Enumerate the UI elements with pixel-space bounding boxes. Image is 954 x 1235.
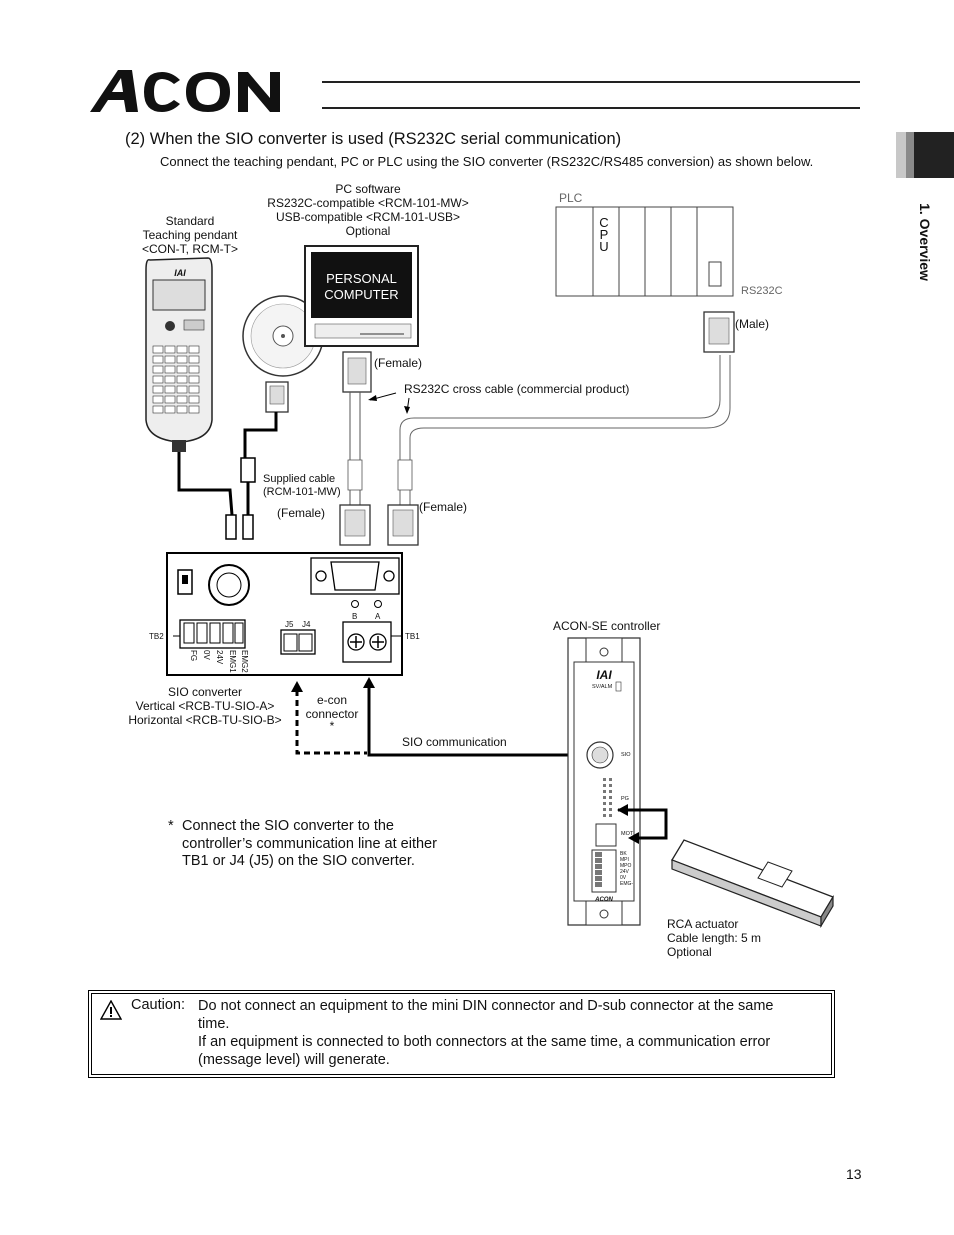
actuator-label-3: Optional <box>667 945 712 959</box>
b-label: B <box>352 612 358 621</box>
female-pc-label: (Female) <box>374 356 423 370</box>
actuator-label-2: Cable length: 5 m <box>667 931 762 945</box>
controller-term-mpi: MPI <box>620 857 629 863</box>
computer-screen-line-2: COMPUTER <box>324 287 399 302</box>
plc-cpu-p: P <box>599 227 609 242</box>
header-rule <box>322 81 860 109</box>
plc-cpu-u: U <box>599 239 609 254</box>
controller-term-emg: EMG- <box>620 881 634 887</box>
controller-brand: IAI <box>596 668 612 682</box>
pendant-label-2: Teaching pendant <box>142 228 238 242</box>
a-label: A <box>375 612 381 621</box>
pendant-label-1: Standard <box>165 214 215 228</box>
caution-line-3: If an equipment is connected to both con… <box>198 1034 771 1050</box>
sio-converter-label-3: Horizontal <RCB-TU-SIO-B> <box>128 713 282 727</box>
rca-actuator <box>671 839 834 929</box>
supplied-cable-label-2: (RCM-101-MW) <box>263 486 341 498</box>
econ-label-1: e-con <box>316 693 348 707</box>
female-left-label: (Female) <box>277 506 326 520</box>
tb2-label: TB2 <box>149 632 164 641</box>
chapter-tab <box>896 132 954 178</box>
computer-screen-line-1: PERSONAL <box>326 271 397 286</box>
controller-term-24v: 24V <box>620 869 629 875</box>
j4-label: J4 <box>302 620 311 629</box>
controller-pg-label: PG <box>621 796 629 802</box>
sio-converter-label-1: SIO converter <box>167 685 243 699</box>
male-label: (Male) <box>735 317 770 331</box>
pc-software-label-4: Optional <box>345 224 391 238</box>
caution-line-2: time. <box>198 1016 230 1032</box>
female-right-label: (Female) <box>419 500 468 514</box>
section-intro: Connect the teaching pendant, PC or PLC … <box>160 154 814 169</box>
controller-sio-label: SIO <box>621 752 631 758</box>
controller-term-bk: BK <box>620 851 627 857</box>
sio-converter-label-2: Vertical <RCB-TU-SIO-A> <box>135 699 275 713</box>
controller-title: ACON-SE controller <box>553 619 661 633</box>
pendant-brand: IAI <box>174 268 186 278</box>
pc-software-label-2: RS232C-compatible <RCM-101-MW> <box>267 196 469 210</box>
cd-disc <box>242 295 324 377</box>
footnote-text: Connect the SIO converter to the control… <box>182 818 437 871</box>
caution-line-1: Do not connect an equipment to the mini … <box>198 998 774 1014</box>
econ-label-3: * <box>329 719 335 733</box>
personal-computer <box>304 245 419 347</box>
sio-converter-board <box>166 552 403 676</box>
controller-term-mpo: MPO <box>620 863 632 869</box>
acon-se-controller <box>567 637 641 926</box>
controller-sv-alm: SV/ALM <box>592 684 613 690</box>
caution-box: Caution: Do not connect an equipment to … <box>88 990 835 1078</box>
controller-footer-logo: ACON <box>595 897 613 903</box>
pc-software-label-1: PC software <box>335 182 401 196</box>
teaching-pendant <box>145 257 213 452</box>
supplied-cable <box>240 381 289 540</box>
footnote-star: * <box>168 818 174 834</box>
pendant-label-3: <CON-T, RCM-T> <box>142 242 238 256</box>
footnote-line-3: TB1 or J4 (J5) on the SIO converter. <box>182 853 415 869</box>
footnote-line-1: Connect the SIO converter to the <box>182 818 394 834</box>
pin-fg: FG <box>189 650 198 662</box>
footnote-line-2: controller’s communication line at eithe… <box>182 835 437 852</box>
page-number: 13 <box>846 1166 862 1182</box>
plc-rs232c-label: RS232C <box>741 285 783 297</box>
acon-logo <box>90 70 280 112</box>
cross-cable-label: RS232C cross cable (commercial product) <box>404 382 630 396</box>
section-heading: (2) When the SIO converter is used (RS23… <box>125 130 622 148</box>
supplied-cable-label-1: Supplied cable <box>263 473 336 485</box>
controller-mot-label: MOT <box>621 831 634 837</box>
warning-icon <box>100 1000 122 1020</box>
rs232c-cross-cable <box>339 311 735 546</box>
pin-emg1: EMG1 <box>228 650 237 673</box>
plc-cpu-c: C <box>599 215 609 230</box>
pin-emg2: EMG2 <box>240 650 249 673</box>
plc-rack <box>555 206 734 297</box>
caution-lead: Caution: <box>131 997 186 1013</box>
j5-label: J5 <box>285 620 294 629</box>
econ-label-2: connector <box>305 707 359 721</box>
sio-communication-label: SIO communication <box>402 735 507 749</box>
pin-24v: 24V <box>215 650 224 665</box>
actuator-label-1: RCA actuator <box>667 917 739 931</box>
tb1-label: TB1 <box>405 632 420 641</box>
pc-software-label-3: USB-compatible <RCM-101-USB> <box>275 210 461 224</box>
pin-0v: 0V <box>202 650 211 660</box>
plc-label: PLC <box>559 191 583 205</box>
caution-line-4: (message level) will generate. <box>198 1052 390 1068</box>
controller-term-0v: 0V <box>620 875 627 881</box>
caution-body: Do not connect an equipment to the mini … <box>198 997 823 1069</box>
